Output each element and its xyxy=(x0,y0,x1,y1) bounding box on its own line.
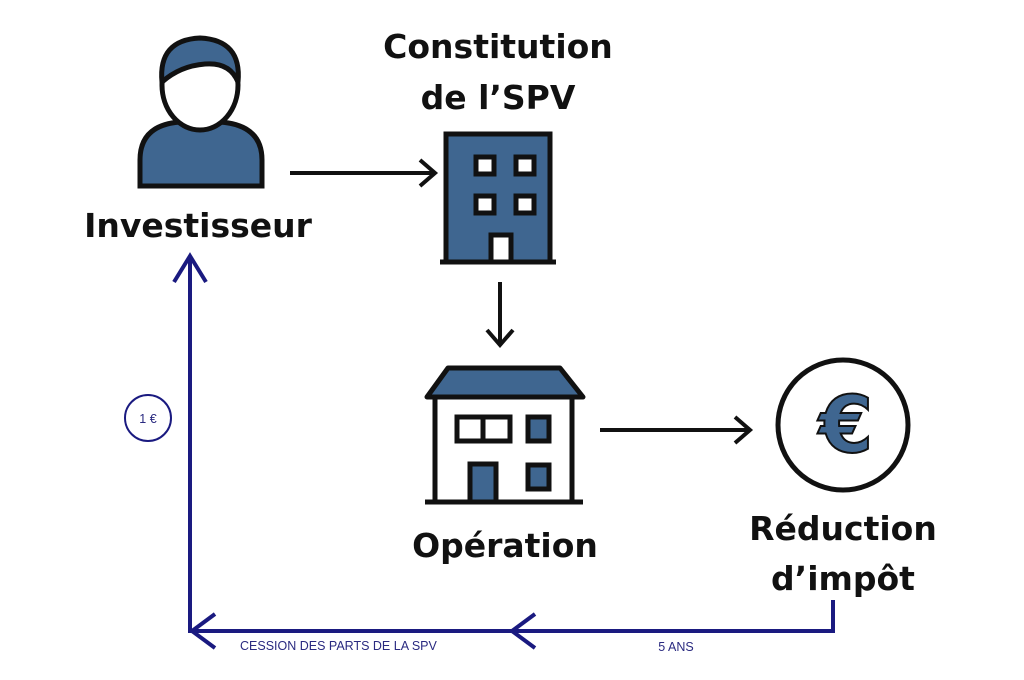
arrow-operation-to-tax xyxy=(600,415,754,445)
arrow-spv-to-operation xyxy=(485,282,515,349)
euro-icon: € xyxy=(775,357,911,493)
price-badge: 1 € xyxy=(124,394,172,442)
house-icon xyxy=(424,365,586,505)
arrowhead-up xyxy=(172,252,208,284)
arrowhead-left xyxy=(188,612,217,650)
svg-text:€: € xyxy=(817,381,873,471)
arrow-investor-to-spv xyxy=(290,158,439,188)
spv-label-line2: de l’SPV xyxy=(421,78,576,117)
arrowhead-mid xyxy=(508,612,537,650)
return-flow-line xyxy=(172,252,835,650)
spv-label-line1: Constitution xyxy=(383,27,613,66)
operation-label: Opération xyxy=(412,526,598,565)
duration-label: 5 ANS xyxy=(658,640,693,654)
tax-label-line2: d’impôt xyxy=(771,559,915,598)
sale-label: CESSION DES PARTS DE LA SPV xyxy=(240,639,437,653)
building-icon xyxy=(440,131,556,265)
person-icon xyxy=(137,35,265,189)
svg-text:1 €: 1 € xyxy=(139,412,156,426)
tax-label-line1: Réduction xyxy=(749,509,937,548)
investor-label: Investisseur xyxy=(84,206,313,245)
